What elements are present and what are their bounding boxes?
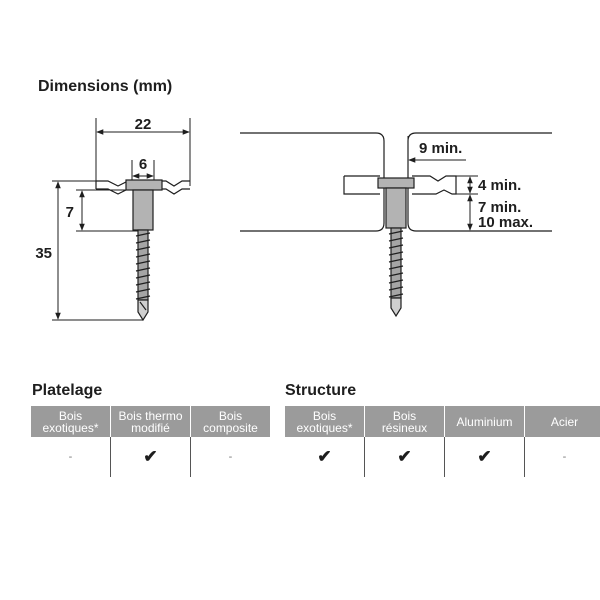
table-row: - ✔ -	[31, 437, 270, 477]
structure-title: Structure	[285, 382, 357, 399]
cell-bois-exotiques: -	[68, 451, 73, 463]
dim-width-label: 22	[135, 116, 152, 133]
cell-acier: -	[524, 437, 600, 477]
dim-embed-max-label: 10 max.	[478, 214, 533, 231]
cell-bois-thermo: ✔	[110, 437, 191, 477]
screw-head	[125, 179, 163, 191]
board-left	[240, 132, 385, 232]
left-screw-diagram	[95, 179, 190, 322]
platelage-title: Platelage	[32, 382, 103, 399]
right-installation-diagram	[240, 132, 552, 318]
cell-bois-resineux: ✔	[364, 437, 445, 477]
screw-head-right	[377, 177, 415, 189]
dim-embed-min-label: 7 min.	[478, 199, 521, 216]
dim-clip-label: 4 min.	[478, 177, 521, 194]
table-row: ✔ ✔ ✔ -	[285, 437, 600, 477]
clip-profile-right	[343, 175, 457, 195]
cell-bois-composite: -	[190, 437, 270, 477]
cell-aluminium: ✔	[444, 437, 525, 477]
dim-head-label: 6	[139, 156, 147, 173]
dimensions-title: Dimensions (mm)	[38, 78, 173, 95]
screw-shank	[132, 189, 154, 231]
dim-length-label: 35	[35, 245, 52, 262]
col-acier: Acier	[524, 406, 600, 437]
col-aluminium: Aluminium	[444, 406, 525, 437]
cell-bois-exotiques: ✔	[317, 447, 332, 466]
dim-shank-label: 7	[66, 204, 74, 221]
drill-tip	[137, 299, 149, 322]
dim-gap-label: 9 min.	[419, 140, 462, 157]
technical-drawing: 22 6 7 35 9 min. 4 min. 7 min. 10 max.	[35, 116, 552, 322]
